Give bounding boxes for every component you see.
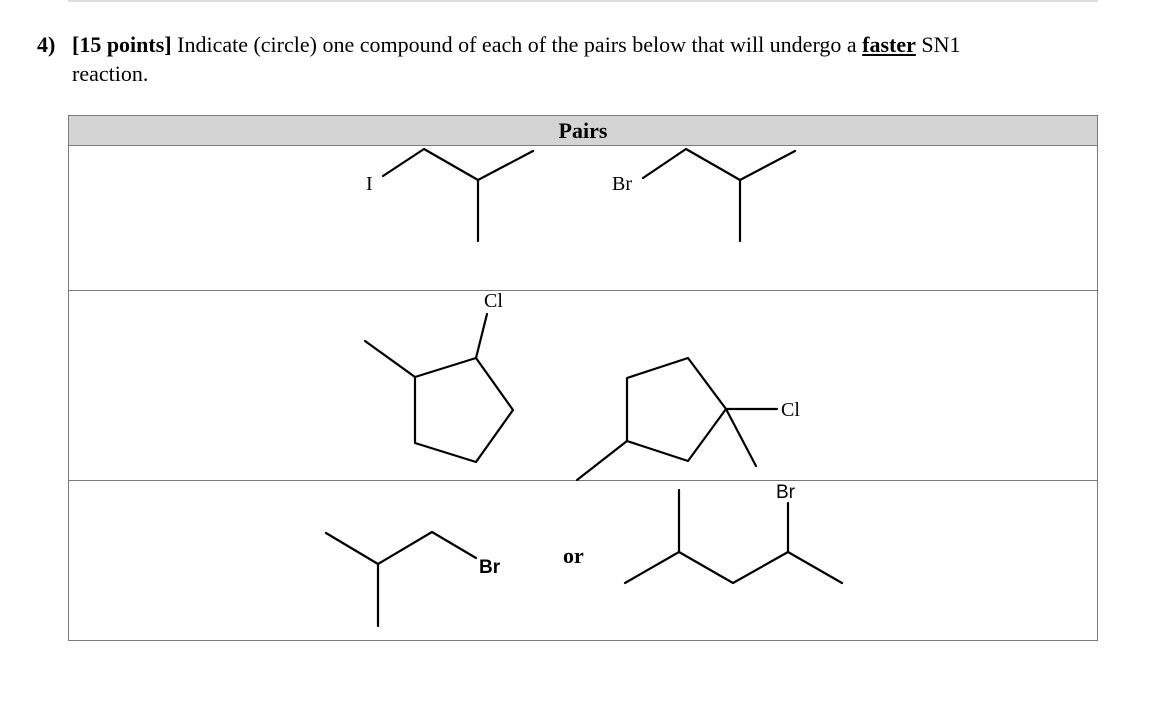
question-text-line2: reaction. <box>72 61 149 86</box>
pair2-left-cl-bond <box>474 312 489 360</box>
pair3-left-atom-label: Br <box>479 557 501 578</box>
pair3-right-chain <box>623 550 844 585</box>
pair3-separator-or: or <box>563 543 584 568</box>
pair2-right-atom-label: Cl <box>781 399 800 421</box>
pair2-left-molecule[interactable]: Cl <box>363 290 515 464</box>
pair1-right-atom-label: Br <box>612 173 632 195</box>
pair1-right-molecule[interactable]: Br <box>612 147 797 243</box>
row-divider-2 <box>69 480 1097 481</box>
question-emphasis: faster <box>862 32 916 57</box>
pairs-table-header: Pairs <box>69 116 1097 146</box>
pair2-left-methyl <box>363 339 417 379</box>
pair2-right-methyl-3 <box>575 439 629 482</box>
pair3-right-molecule[interactable]: Br <box>623 482 844 585</box>
pair2-right-molecule[interactable]: Cl <box>575 356 800 482</box>
pair1-left-molecule[interactable]: I <box>366 147 535 243</box>
pair1-right-chain <box>641 147 797 182</box>
question-number: 4) <box>37 32 56 57</box>
question-text-before: Indicate (circle) one compound of each o… <box>171 32 863 57</box>
pair2-right-ring <box>625 356 728 463</box>
pair1-left-chain <box>381 147 535 182</box>
pair3-left-molecule[interactable]: Br <box>324 530 501 628</box>
pair3-left-chain <box>324 530 478 566</box>
pair2-left-ring <box>413 356 515 464</box>
question-text: 4) [15 points] Indicate (circle) one comp… <box>37 30 1137 88</box>
question-points: [15 points] <box>72 32 172 57</box>
pair3-right-atom-label: Br <box>776 482 796 503</box>
row-divider-1 <box>69 290 1097 291</box>
pairs-table: Pairs <box>68 115 1098 641</box>
top-rule <box>68 0 1098 2</box>
question-text-after: SN1 <box>915 32 961 57</box>
pair2-right-methyl-1 <box>724 407 758 468</box>
pair1-left-atom-label: I <box>366 173 373 195</box>
pair2-left-atom-label: Cl <box>484 290 503 312</box>
